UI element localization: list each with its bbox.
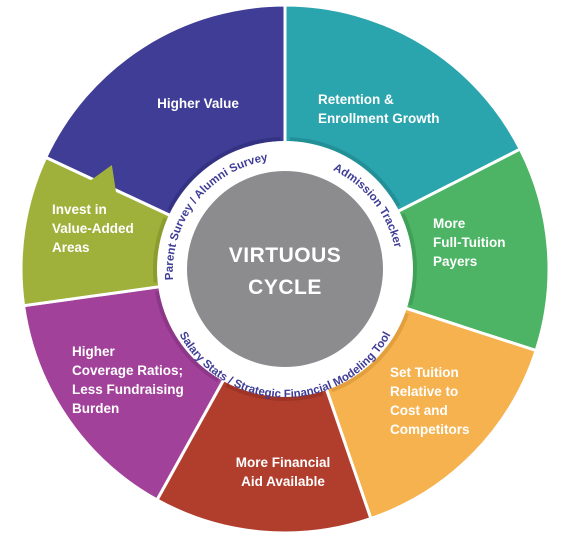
arrow-value-added-areas [66,165,120,216]
arrow-higher-value [257,40,307,97]
segment-label-higher-value: Higher Value [157,96,239,111]
center-title-line-2: CYCLE [248,276,322,299]
arrow-coverage-ratios [62,276,117,329]
cycle-segment-labels: Higher Value Retention &Enrollment Growth… [52,92,505,489]
center-title-line-1: VIRTUOUS [229,244,342,267]
segment-label-retention-growth: Retention &Enrollment Growth [318,92,440,126]
center-hub [187,171,383,367]
